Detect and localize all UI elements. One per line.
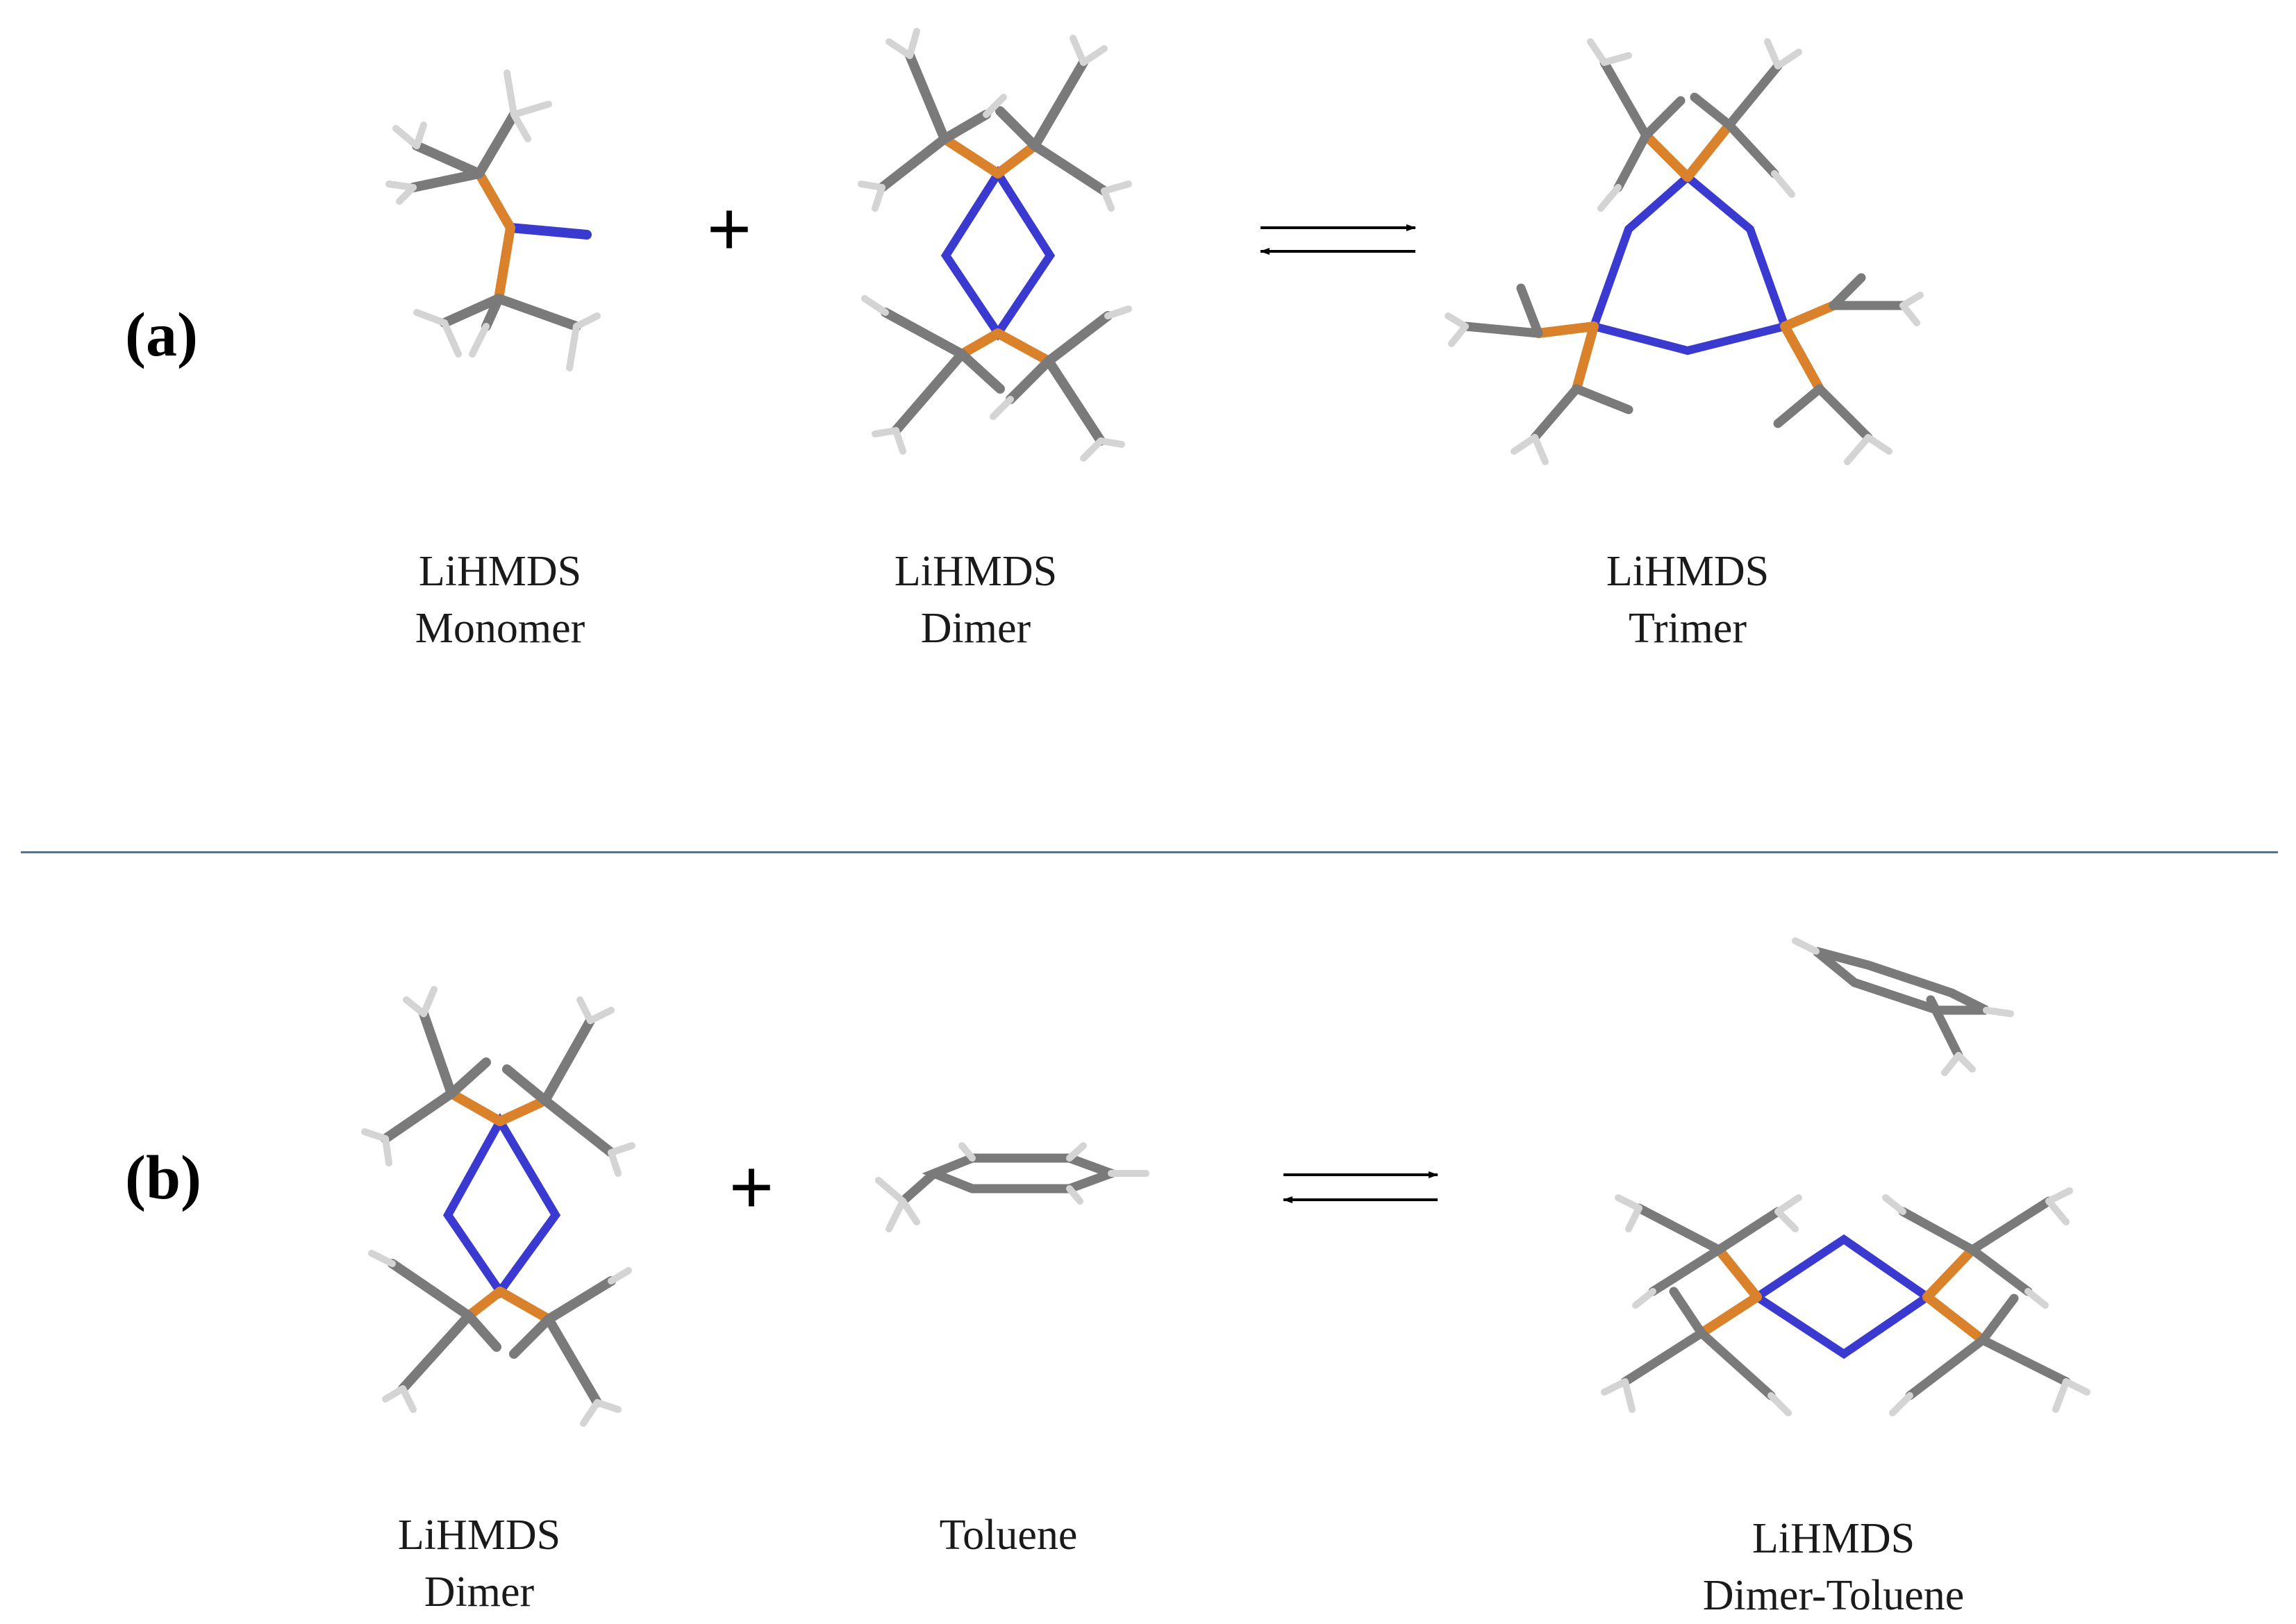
caption-line-2: Dimer-Toluene — [1702, 1572, 1965, 1619]
caption-line-1: LiHMDS — [1752, 1515, 1915, 1562]
plus-sign-a: + — [706, 186, 752, 271]
dimer-structure-b — [361, 986, 635, 1427]
equilibrium-arrow-b — [1283, 1171, 1438, 1203]
caption-lihmds-dimer-b: LiHMDS Dimer — [398, 1507, 560, 1621]
caption-line-1: LiHMDS — [418, 548, 582, 595]
panel-divider — [21, 851, 2278, 853]
caption-lihmds-monomer: LiHMDS Monomer — [415, 543, 585, 657]
dimer-structure-a — [858, 28, 1132, 462]
panel-a-label: (a) — [125, 301, 198, 369]
caption-line-2: Trimer — [1629, 605, 1747, 652]
caption-toluene: Toluene — [940, 1507, 1078, 1564]
caption-line-1: LiHMDS — [397, 1512, 561, 1559]
caption-lihmds-trimer: LiHMDS Trimer — [1606, 543, 1769, 657]
caption-line-1: LiHMDS — [1606, 548, 1770, 595]
caption-lihmds-dimer-toluene: LiHMDS Dimer-Toluene — [1703, 1510, 1965, 1624]
caption-line-1: Toluene — [939, 1512, 1078, 1559]
caption-line-2: Dimer — [920, 605, 1031, 652]
plus-sign-b: + — [729, 1144, 774, 1230]
caption-line-1: LiHMDS — [894, 548, 1058, 595]
monomer-structure — [385, 69, 601, 371]
caption-lihmds-dimer-a: LiHMDS Dimer — [895, 543, 1057, 657]
equilibrium-arrow-a — [1260, 224, 1416, 255]
trimer-structure — [1445, 38, 1924, 465]
toluene-structure — [875, 1142, 1149, 1232]
dimer-toluene-structure — [1601, 937, 2090, 1416]
caption-line-2: Dimer — [424, 1568, 535, 1616]
panel-b-label: (b) — [125, 1144, 201, 1212]
caption-line-2: Monomer — [415, 605, 585, 652]
